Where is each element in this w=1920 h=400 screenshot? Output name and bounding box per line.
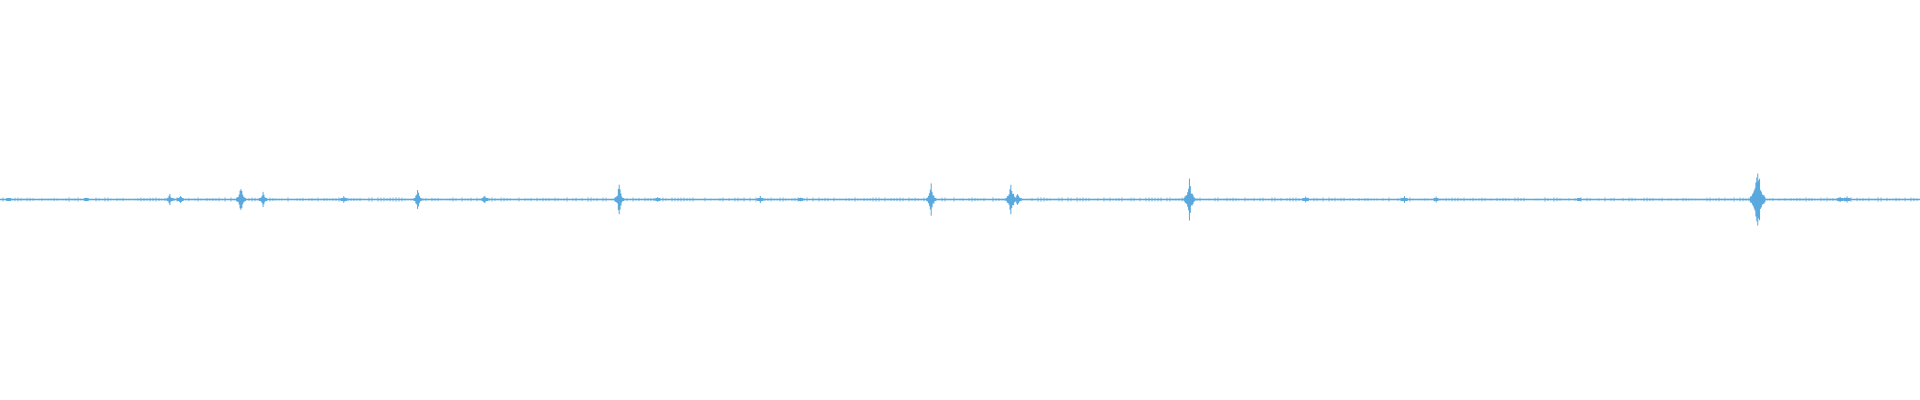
waveform-peak: [757, 195, 764, 204]
waveform-peak: [1837, 197, 1844, 202]
waveform-peak: [235, 189, 246, 210]
waveform-peak: [1843, 196, 1851, 203]
waveform-peak: [798, 197, 803, 202]
waveform-peak: [340, 196, 347, 203]
waveform-peak: [1401, 196, 1408, 203]
waveform-peak: [84, 197, 89, 202]
waveform-peak: [166, 193, 174, 206]
waveform-peak: [258, 191, 268, 208]
waveform-peak: [413, 189, 422, 210]
waveform-peak: [1576, 198, 1582, 201]
waveform-peak: [481, 195, 488, 204]
waveform-peak: [1013, 194, 1022, 205]
waveform-peak: [926, 183, 937, 216]
waveform-peak: [614, 184, 625, 215]
waveform-peak: [1302, 196, 1309, 203]
waveform-peak: [1433, 196, 1439, 203]
waveform-peak: [177, 196, 184, 203]
waveform-noise: [0, 197, 1918, 202]
waveform-peak: [655, 197, 660, 202]
waveform-peak: [1183, 178, 1196, 221]
waveform-peak: [1750, 173, 1766, 226]
waveform-trace: [0, 173, 1920, 226]
waveform-peak: [6, 198, 11, 201]
